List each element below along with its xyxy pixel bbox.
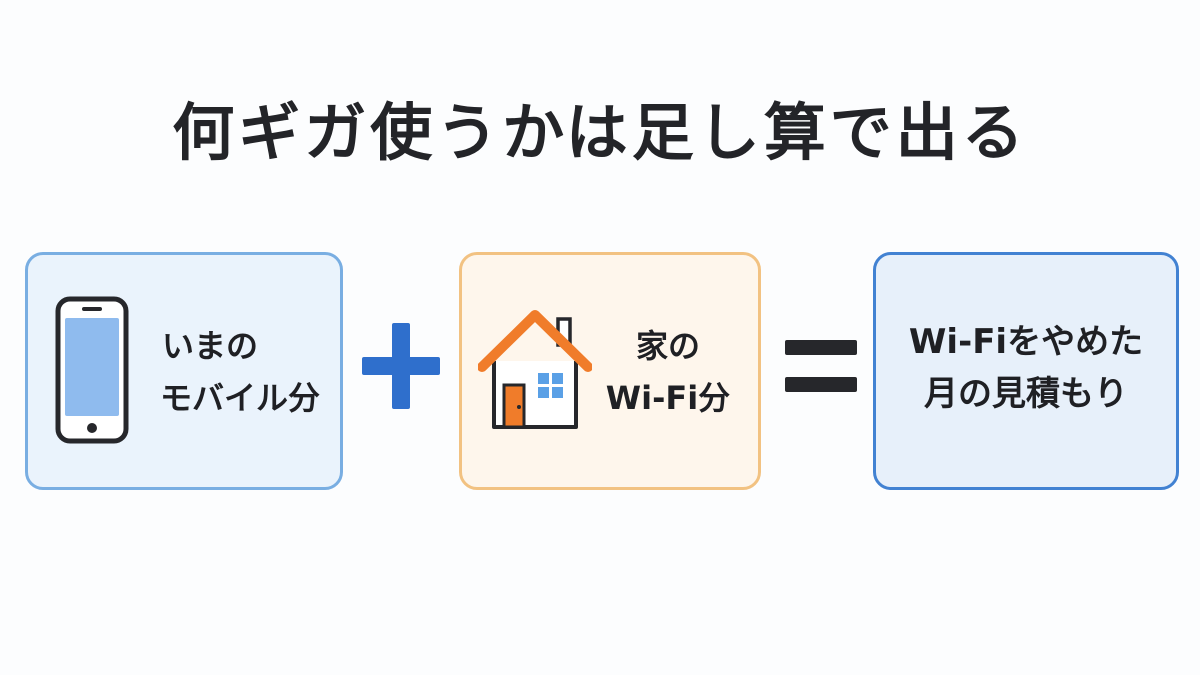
house-icon <box>478 310 592 429</box>
monthly-estimate-label: Wi-Fiをやめた 月の見積もり <box>880 316 1172 420</box>
mobile-label-line-1: いまの <box>162 327 259 365</box>
monthly-estimate-box <box>873 252 1179 490</box>
mobile-label-line-2: モバイル分 <box>159 379 320 417</box>
wifi-label-line-2: Wi-Fi分 <box>605 379 731 417</box>
equals-icon <box>785 340 857 392</box>
page-title: 何ギガ使うかは足し算で出る <box>172 96 1028 169</box>
wifi-label-line-1: 家の <box>635 327 700 365</box>
result-label-line-1: Wi-Fiをやめた <box>908 322 1144 362</box>
mobile-usage-label: いまの モバイル分 <box>150 320 330 424</box>
plus-icon <box>362 323 440 409</box>
smartphone-icon <box>55 296 129 444</box>
home-wifi-usage-label: 家の Wi-Fi分 <box>588 320 748 424</box>
home-wifi-usage-box <box>459 252 761 490</box>
result-label-line-2: 月の見積もり <box>924 374 1128 414</box>
